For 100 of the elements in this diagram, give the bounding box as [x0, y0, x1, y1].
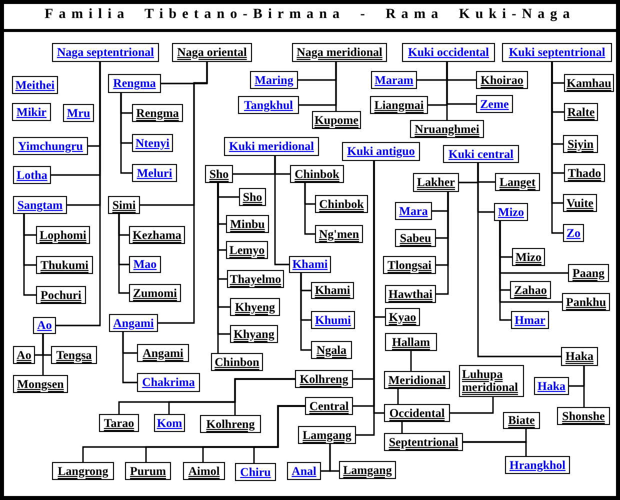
language-box: [384, 433, 463, 451]
language-name: Pochuri: [40, 288, 82, 302]
language-box: [510, 281, 551, 299]
language-link: Mikir: [16, 106, 46, 118]
language-name: Zumomi: [132, 286, 177, 300]
language-box: [564, 164, 605, 182]
language-link: Zo: [566, 226, 580, 240]
language-box: [305, 397, 353, 415]
language-box: [132, 164, 177, 182]
language-box: [224, 137, 319, 156]
language-link: Meithei: [15, 78, 55, 92]
language-box: [292, 43, 387, 62]
language-name: Pankhu: [566, 296, 606, 308]
language-name: Zahao: [514, 284, 547, 296]
language-box: [109, 314, 158, 332]
language-box: [33, 317, 56, 334]
language-link: Mru: [66, 106, 90, 120]
language-box: [476, 95, 513, 113]
language-link: Maring: [254, 74, 294, 86]
connector-line: [274, 156, 289, 266]
language-box: [410, 120, 484, 138]
language-name: Biate: [508, 414, 535, 427]
language-name: Khyang: [234, 328, 274, 340]
language-box: [36, 226, 90, 244]
language-box: [413, 173, 459, 192]
language-box: [371, 71, 417, 89]
language-name: Occidental: [389, 406, 445, 420]
connector-line: [122, 332, 137, 384]
language-box: [563, 194, 597, 212]
connector-line: [23, 214, 36, 296]
language-name: Kolhreng: [206, 418, 255, 430]
language-box: [459, 365, 524, 397]
language-name: Chinbon: [214, 356, 260, 368]
language-name: Shonshe: [562, 410, 605, 422]
language-name: Siyin: [567, 138, 594, 150]
language-box: [200, 415, 261, 433]
language-box: [235, 463, 276, 481]
language-link: Yimchungru: [18, 140, 83, 152]
language-box: [12, 103, 51, 121]
language-box: [51, 346, 97, 364]
language-name: Kamhau: [566, 76, 612, 90]
language-link: Khumi: [314, 314, 351, 326]
connector-line: [234, 378, 295, 415]
language-name: Kyao: [388, 310, 416, 324]
language-name: Central: [309, 400, 349, 412]
connector-line: [583, 366, 585, 407]
language-name: Purum: [130, 464, 166, 478]
language-name: Aimol: [188, 464, 220, 478]
language-box: [311, 311, 355, 329]
language-box: [402, 43, 495, 62]
language-box: [129, 226, 185, 244]
language-box: [298, 426, 356, 444]
language-box: [13, 137, 88, 155]
language-name: Tarao: [104, 416, 134, 430]
language-box: [295, 370, 353, 388]
language-name: Khyeng: [234, 300, 275, 314]
language-box: [385, 333, 437, 351]
language-name: Mizo: [516, 250, 542, 264]
language-name: Kezhama: [132, 228, 182, 242]
connector-line: [56, 62, 101, 326]
language-box: [52, 462, 114, 480]
language-box: [443, 145, 519, 163]
language-box: [108, 74, 161, 93]
connector-line: [300, 273, 311, 351]
language-link: Chiru: [240, 466, 271, 478]
language-box: [395, 229, 436, 247]
language-name: Nruanghmei: [414, 122, 480, 136]
connector-line: [120, 93, 132, 174]
language-name: Thukumi: [40, 258, 89, 272]
language-name: Khami: [314, 284, 350, 297]
language-link: Rengma: [113, 77, 156, 90]
language-name: Vuite: [566, 196, 594, 210]
language-name: Kolhreng: [300, 372, 348, 386]
language-name: Thado: [568, 166, 602, 180]
connector-line: [397, 389, 399, 404]
language-link: Lotha: [16, 168, 48, 182]
language-link: Tangkhul: [244, 98, 293, 112]
language-box: [289, 256, 331, 273]
language-name: Langrong: [58, 464, 108, 478]
connector-line: [410, 351, 412, 371]
language-name: Naga meridional: [296, 46, 382, 59]
language-box: [311, 341, 352, 359]
language-link: Chakrima: [142, 376, 195, 389]
connector-line: [450, 397, 494, 414]
language-link: Mizo: [498, 206, 524, 218]
language-link: Hmar: [514, 314, 546, 326]
language-box: [395, 202, 432, 220]
language-name: Lemyo: [229, 244, 265, 256]
language-box: [238, 96, 299, 114]
language-name: Septentrional: [388, 436, 458, 448]
language-name: Lophomi: [40, 228, 86, 242]
connector-line: [499, 221, 511, 321]
connector-line: [304, 183, 315, 235]
language-box: [512, 248, 545, 266]
language-box: [230, 325, 278, 343]
language-box: [557, 407, 610, 425]
language-link: Khami: [292, 258, 328, 271]
language-link: Kuki meridional: [228, 140, 314, 153]
language-box: [563, 135, 598, 153]
language-box: [385, 285, 436, 303]
